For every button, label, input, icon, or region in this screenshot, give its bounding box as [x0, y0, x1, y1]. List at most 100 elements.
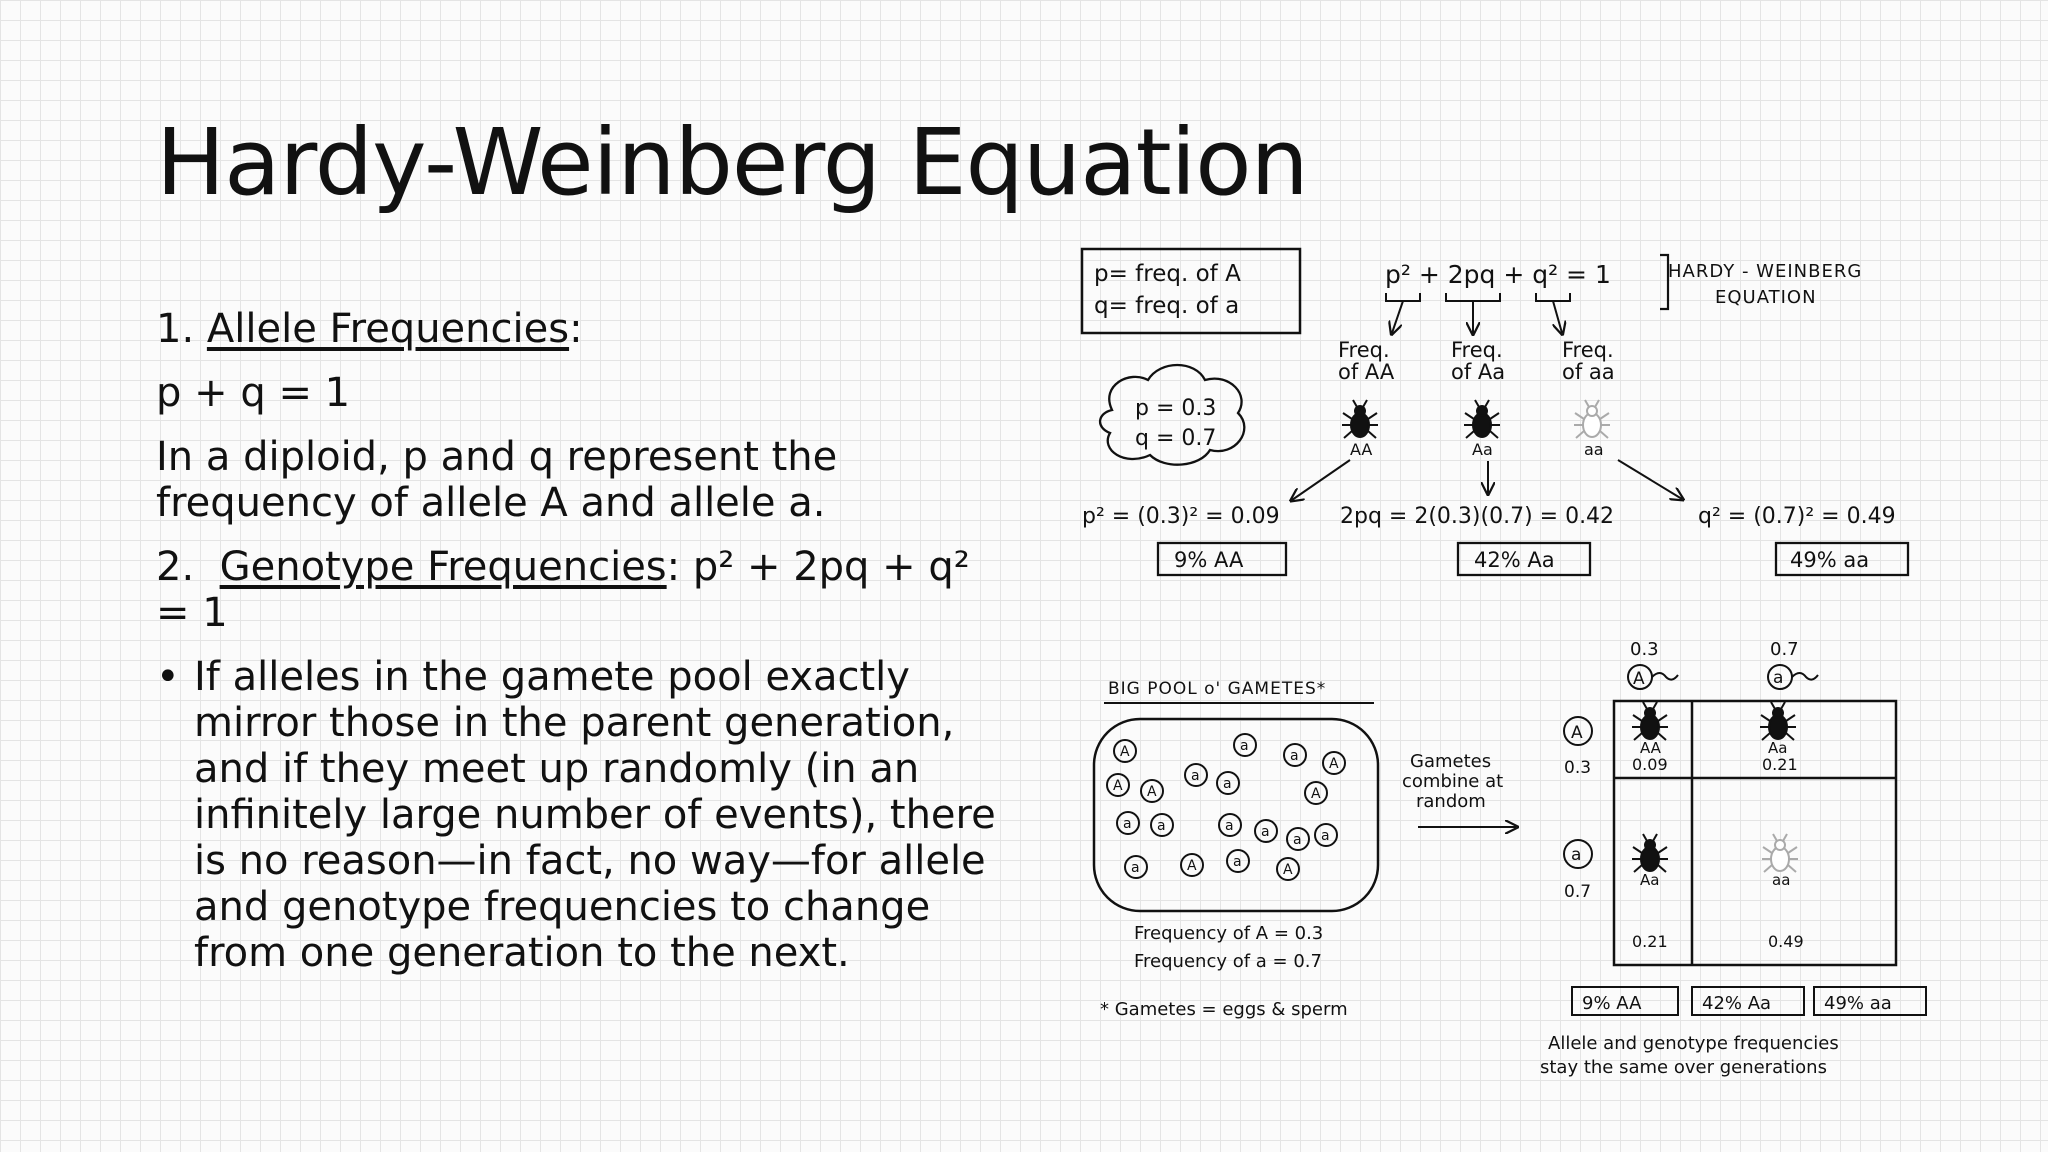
freq-Aa-line1: Freq. — [1451, 338, 1503, 362]
calc-p2: p² = (0.3)² = 0.09 — [1082, 504, 1280, 529]
punnett-top-allele-A: A — [1633, 669, 1645, 689]
gamete-circle — [1322, 751, 1346, 775]
gamete-circle — [1106, 773, 1130, 797]
cloud-q: q = 0.7 — [1135, 426, 1216, 451]
punnett-side-allele-a: a — [1571, 845, 1581, 865]
cell-AA-label: AA — [1640, 739, 1662, 757]
punnett-square — [1612, 699, 1898, 967]
result-box-aa-label: 49% aa — [1790, 548, 1869, 572]
freq-AA-line2: of AA — [1338, 360, 1395, 384]
punnett-top-freq-A: 0.3 — [1630, 639, 1659, 660]
gamete-circle — [1216, 771, 1240, 795]
cell-Aa-top-label: Aa — [1768, 739, 1787, 757]
calc-2pq: 2pq = 2(0.3)(0.7) = 0.42 — [1340, 504, 1614, 529]
punnett-result-Aa — [1691, 986, 1805, 1016]
legend-p: p= freq. of A — [1094, 261, 1241, 287]
combine-line3: random — [1416, 791, 1486, 812]
gamete-allele-label: a — [1321, 828, 1330, 844]
equation-label-1: HARDY - WEINBERG — [1668, 261, 1862, 282]
caption-line2: stay the same over generations — [1540, 1057, 1827, 1078]
pool-freq-A: Frequency of A = 0.3 — [1134, 923, 1323, 944]
punnett-top-allele-a: a — [1773, 668, 1783, 688]
legend-box — [1080, 247, 1302, 335]
gamete-circle — [1286, 827, 1310, 851]
bullet-text: If alleles in the gamete pool exactly mi… — [194, 654, 996, 976]
beetle-Aa-icon — [1463, 399, 1501, 439]
slide-body: 1. Allele Frequencies: p + q = 1 In a di… — [156, 306, 996, 994]
result-box-Aa — [1456, 541, 1592, 577]
result-box-AA-label: 9% AA — [1174, 548, 1244, 572]
pool-freq-a: Frequency of a = 0.7 — [1134, 951, 1322, 972]
hardy-weinberg-figure: p= freq. of A q= freq. of a p² + 2pq + q… — [1070, 235, 1970, 1095]
gamete-allele-label: a — [1225, 818, 1234, 834]
gamete-circle — [1113, 739, 1137, 763]
gamete-circle — [1124, 855, 1148, 879]
gamete-pool — [1092, 717, 1380, 913]
gamete-allele-label: a — [1261, 824, 1270, 840]
section-heading: Allele Frequencies — [206, 306, 570, 352]
beetle-aa-label: aa — [1584, 440, 1604, 459]
beetle-AA-icon — [1341, 399, 1379, 439]
gamete-allele-label: a — [1240, 738, 1249, 754]
figure-svg: p= freq. of A q= freq. of a p² + 2pq + q… — [1080, 247, 1927, 1078]
gamete-circle — [1276, 857, 1300, 881]
genotype-equation: : p² + 2pq + q² = 1 — [156, 544, 970, 636]
gamete-circle — [1218, 813, 1242, 837]
punnett-Aa-top-beetle-icon — [1759, 701, 1797, 741]
gamete-allele-label: A — [1147, 784, 1157, 800]
beetle-aa-icon — [1573, 399, 1611, 439]
cell-Aa-top-value: 0.21 — [1762, 755, 1798, 774]
punnett-result-aa — [1813, 986, 1927, 1016]
punnett-AA-beetle-icon — [1631, 701, 1669, 741]
punnett-result-aa-label: 49% aa — [1824, 993, 1892, 1014]
punnett-side-freq-a: 0.7 — [1564, 882, 1591, 902]
gamete-allele-label: a — [1290, 748, 1299, 764]
freq-AA-line1: Freq. — [1338, 338, 1390, 362]
cell-aa-value: 0.49 — [1768, 932, 1804, 951]
gamete-allele-label: a — [1293, 832, 1302, 848]
gamete-allele-label: a — [1157, 818, 1166, 834]
equation-label-2: EQUATION — [1715, 287, 1817, 308]
gamete-circle — [1184, 763, 1208, 787]
gamete-allele-label: A — [1187, 858, 1197, 874]
calc-q2: q² = (0.7)² = 0.49 — [1698, 504, 1896, 529]
result-box-aa — [1774, 541, 1910, 577]
gamete-circle — [1180, 853, 1204, 877]
pool-title: BIG POOL o' GAMETES* — [1108, 679, 1326, 699]
gamete-allele-label: A — [1120, 744, 1130, 760]
gamete-allele-label: a — [1191, 768, 1200, 784]
caption-line1: Allele and genotype frequencies — [1548, 1033, 1839, 1054]
section-colon: : — [569, 306, 583, 352]
gamete-circle — [1150, 813, 1174, 837]
gamete-circle — [1226, 849, 1250, 873]
cloud-p: p = 0.3 — [1135, 396, 1216, 421]
beetle-Aa-label: Aa — [1472, 440, 1493, 459]
bullet-icon: • — [156, 654, 180, 700]
legend-q: q= freq. of a — [1094, 293, 1239, 319]
section-allele-frequencies: 1. Allele Frequencies: — [156, 306, 996, 352]
gamete-circle — [1283, 743, 1307, 767]
cell-Aa-bottom-value: 0.21 — [1632, 932, 1668, 951]
freq-aa-line2: of aa — [1562, 360, 1615, 384]
result-box-AA — [1156, 541, 1288, 577]
hw-equation: p² + 2pq + q² = 1 — [1385, 260, 1611, 289]
punnett-Aa-bottom-beetle-icon — [1631, 833, 1669, 873]
section-number: 1. — [156, 306, 195, 352]
combine-line2: combine at — [1402, 771, 1503, 792]
gamete-allele-label: A — [1311, 786, 1321, 802]
punnett-aa-beetle-icon — [1761, 833, 1799, 873]
section-genotype-frequencies: 2. Genotype Frequencies: p² + 2pq + q² =… — [156, 544, 996, 636]
gamete-allele-label: a — [1123, 816, 1132, 832]
punnett-side-freq-A: 0.3 — [1564, 758, 1591, 778]
gamete-circle — [1140, 779, 1164, 803]
gamete-circle — [1304, 781, 1328, 805]
punnett-side-allele-A: A — [1571, 723, 1583, 743]
punnett-top-freq-a: 0.7 — [1770, 639, 1799, 660]
gamete-allele-label: A — [1329, 756, 1339, 772]
punnett-result-AA — [1571, 986, 1679, 1016]
gamete-allele-label: A — [1113, 778, 1123, 794]
gamete-allele-label: A — [1283, 862, 1293, 878]
section-heading: Genotype Frequencies — [219, 544, 667, 590]
combine-line1: Gametes — [1410, 751, 1491, 772]
